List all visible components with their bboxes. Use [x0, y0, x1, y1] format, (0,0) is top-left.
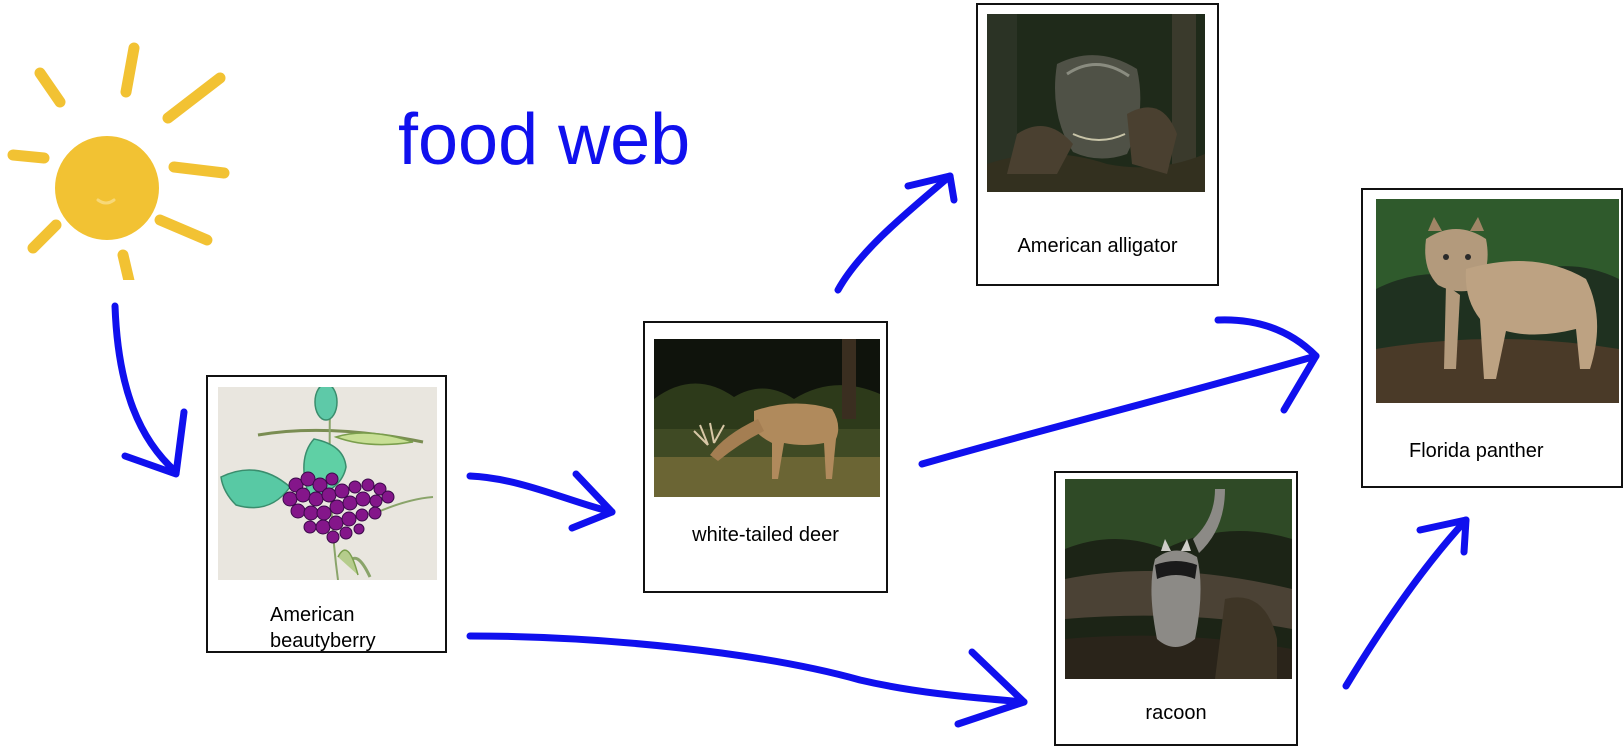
panther-label: Florida panther [1409, 440, 1544, 462]
racoon-photo [1065, 479, 1292, 679]
panther-photo [1376, 199, 1619, 403]
arrow-deer-to-alligator [834, 172, 958, 294]
beautyberry-label: American beautyberry [270, 602, 376, 654]
beautyberry-label-line1: American [270, 604, 355, 626]
card-american-beautyberry: American beautyberry [206, 375, 447, 653]
arrow-sun-to-beautyberry [111, 302, 188, 478]
card-white-tailed-deer: white-tailed deer [643, 321, 888, 593]
card-florida-panther: Florida panther [1361, 188, 1623, 488]
beautyberry-drawing [218, 387, 437, 580]
arrow-beautyberry-to-racoon [466, 632, 1028, 728]
arrow-beautyberry-to-deer [466, 470, 616, 532]
alligator-photo [987, 14, 1205, 192]
sun-icon [7, 42, 230, 280]
arrow-racoon-to-panther [1342, 516, 1470, 690]
deer-label: white-tailed deer [692, 524, 839, 546]
card-american-alligator: American alligator [976, 3, 1219, 286]
alligator-label: American alligator [1017, 235, 1178, 257]
beautyberry-label-line2: beautyberry [270, 630, 376, 652]
deer-photo [654, 339, 880, 497]
diagram-title: food web [398, 100, 691, 180]
racoon-label: racoon [1145, 702, 1207, 724]
arrow-deer-to-panther [918, 316, 1320, 468]
